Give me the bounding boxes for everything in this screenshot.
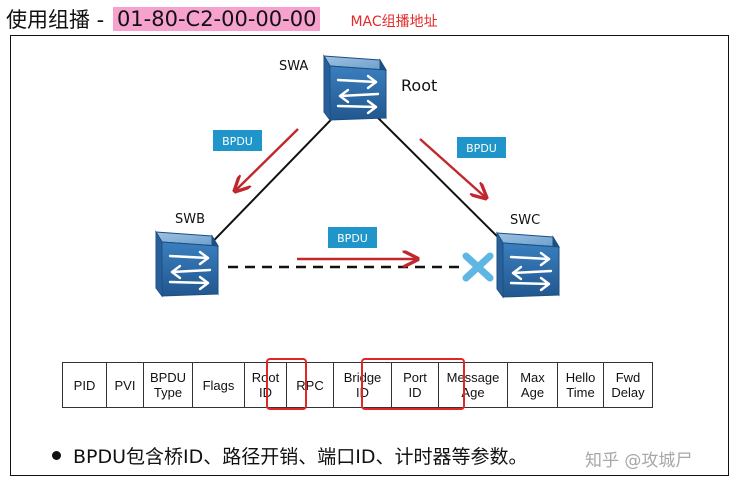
highlight-root-id: [266, 358, 307, 410]
field-root-id-line2: ID: [259, 385, 272, 400]
label-swb: SWB: [175, 212, 205, 227]
label-swa: SWA: [279, 59, 308, 74]
bpdu-tag-left: BPDU: [213, 130, 262, 151]
link-swa-swb: [189, 94, 356, 266]
field-port-id-line1: Port: [403, 370, 427, 385]
switch-swa-icon: [322, 54, 388, 122]
highlight-bridge-port-id: [361, 358, 465, 410]
field-fwd-delay-line1: Fwd: [615, 370, 641, 385]
field-port-id-line2: ID: [408, 385, 422, 400]
field-hello-time-line1: Hello: [565, 370, 596, 385]
mac-address: 01-80-C2-00-00-00: [112, 7, 321, 31]
field-rpc-label: RPC: [296, 377, 324, 393]
switch-swb-icon: [154, 230, 220, 298]
field-hello-time-line2: Time: [566, 385, 595, 400]
watermark: 知乎 @攻城尸: [585, 451, 693, 471]
header: 使用组播 - 01-80-C2-00-00-00 MAC组播地址: [6, 4, 438, 34]
bpdu-tag-middle-text: BPDU: [337, 232, 368, 245]
field-pvi-label: PVI: [114, 377, 136, 393]
diagram-frame: [10, 35, 729, 476]
bpdu-tag-right-text: BPDU: [466, 142, 497, 155]
field-pvi: PVI: [106, 362, 144, 408]
mac-note: MAC组播地址: [350, 14, 438, 30]
field-fwd-delay-line2: Delay: [611, 385, 645, 400]
field-message-age-line2: Age: [461, 385, 485, 400]
bullet-note: BPDU包含桥ID、路径开销、端口ID、计时器等参数。: [52, 442, 528, 469]
field-pid-label: PID: [73, 377, 96, 393]
bpdu-arrow-to-swb: [236, 128, 299, 190]
bpdu-tag-right: BPDU: [457, 137, 506, 158]
field-max-age-line1: Max: [520, 370, 545, 385]
field-bpdu-type-line1: BPDU: [149, 370, 187, 385]
label-root: Root: [401, 76, 437, 95]
header-prefix: 使用组播 -: [6, 8, 111, 32]
field-flags-label: Flags: [202, 377, 235, 393]
blocked-port-x-icon: [462, 252, 494, 282]
field-bpdu-type-line2: Type: [153, 385, 183, 400]
bpdu-arrow-to-swc: [419, 138, 485, 197]
switch-swc-icon: [495, 231, 561, 299]
field-flags: Flags: [192, 362, 245, 408]
bpdu-tag-left-text: BPDU: [222, 135, 253, 148]
bullet-dot: [52, 451, 61, 460]
field-rpc: RPC: [286, 362, 334, 408]
field-pid: PID: [62, 362, 107, 408]
field-message-age-line1: Message: [446, 370, 500, 385]
field-max-age-line2: Age: [520, 385, 545, 400]
bpdu-tag-middle: BPDU: [328, 227, 377, 248]
bullet-text: BPDU包含桥ID、路径开销、端口ID、计时器等参数。: [73, 446, 528, 468]
field-root-id-line1: Root: [251, 370, 280, 385]
label-swc: SWC: [510, 213, 540, 228]
